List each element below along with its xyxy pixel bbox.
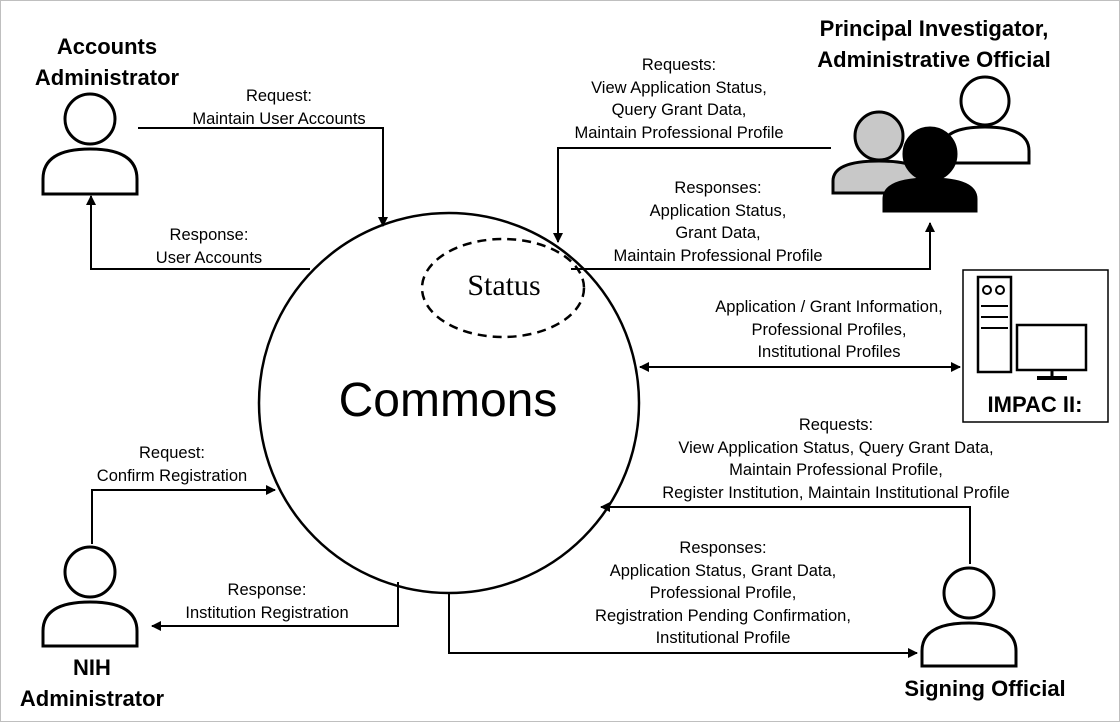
accounts-admin-label: Accounts Administrator — [34, 34, 180, 90]
pi-requests-label: Requests: View Application Status, Query… — [574, 56, 784, 142]
arrow-so-responses — [448, 593, 918, 658]
arrow-pi-requests — [553, 147, 831, 243]
nih-response-label: Response: Institution Registration — [185, 581, 349, 622]
so-requests-label: Requests: View Application Status, Query… — [662, 416, 1010, 502]
arrow-nih-response — [151, 582, 399, 631]
accounts-response-label: Response: User Accounts — [155, 226, 263, 267]
pi-group-person-icon — [831, 75, 1031, 213]
arrow-pi-responses — [571, 222, 935, 270]
nih-admin-person-icon — [41, 545, 139, 648]
pi-responses-label: Responses: Application Status, Grant Dat… — [613, 179, 823, 265]
pi-label: Principal Investigator, Administrative O… — [817, 16, 1051, 72]
nih-request-label: Request: Confirm Registration — [96, 444, 248, 485]
arrow-nih-request — [91, 485, 276, 544]
accounts-admin-person-icon — [41, 92, 139, 196]
arrow-accounts-response — [86, 195, 310, 270]
status-datastore-ellipse — [420, 237, 586, 339]
nih-admin-label: NIH Administrator — [19, 655, 165, 711]
signing-official-person-icon — [920, 566, 1018, 668]
signing-official-label: Signing Official — [904, 676, 1066, 701]
arrow-accounts-request — [138, 127, 388, 227]
commons-process-label: Commons — [338, 374, 558, 427]
arrow-so-requests — [600, 502, 971, 564]
impac-system-box — [962, 269, 1109, 423]
impac-system-label: IMPAC II: — [987, 392, 1083, 417]
status-datastore-label: Status — [467, 269, 541, 302]
accounts-request-label: Request: Maintain User Accounts — [192, 87, 366, 128]
impac-exchange-label: Application / Grant Information, Profess… — [715, 298, 943, 361]
so-responses-label: Responses: Application Status, Grant Dat… — [595, 539, 851, 647]
